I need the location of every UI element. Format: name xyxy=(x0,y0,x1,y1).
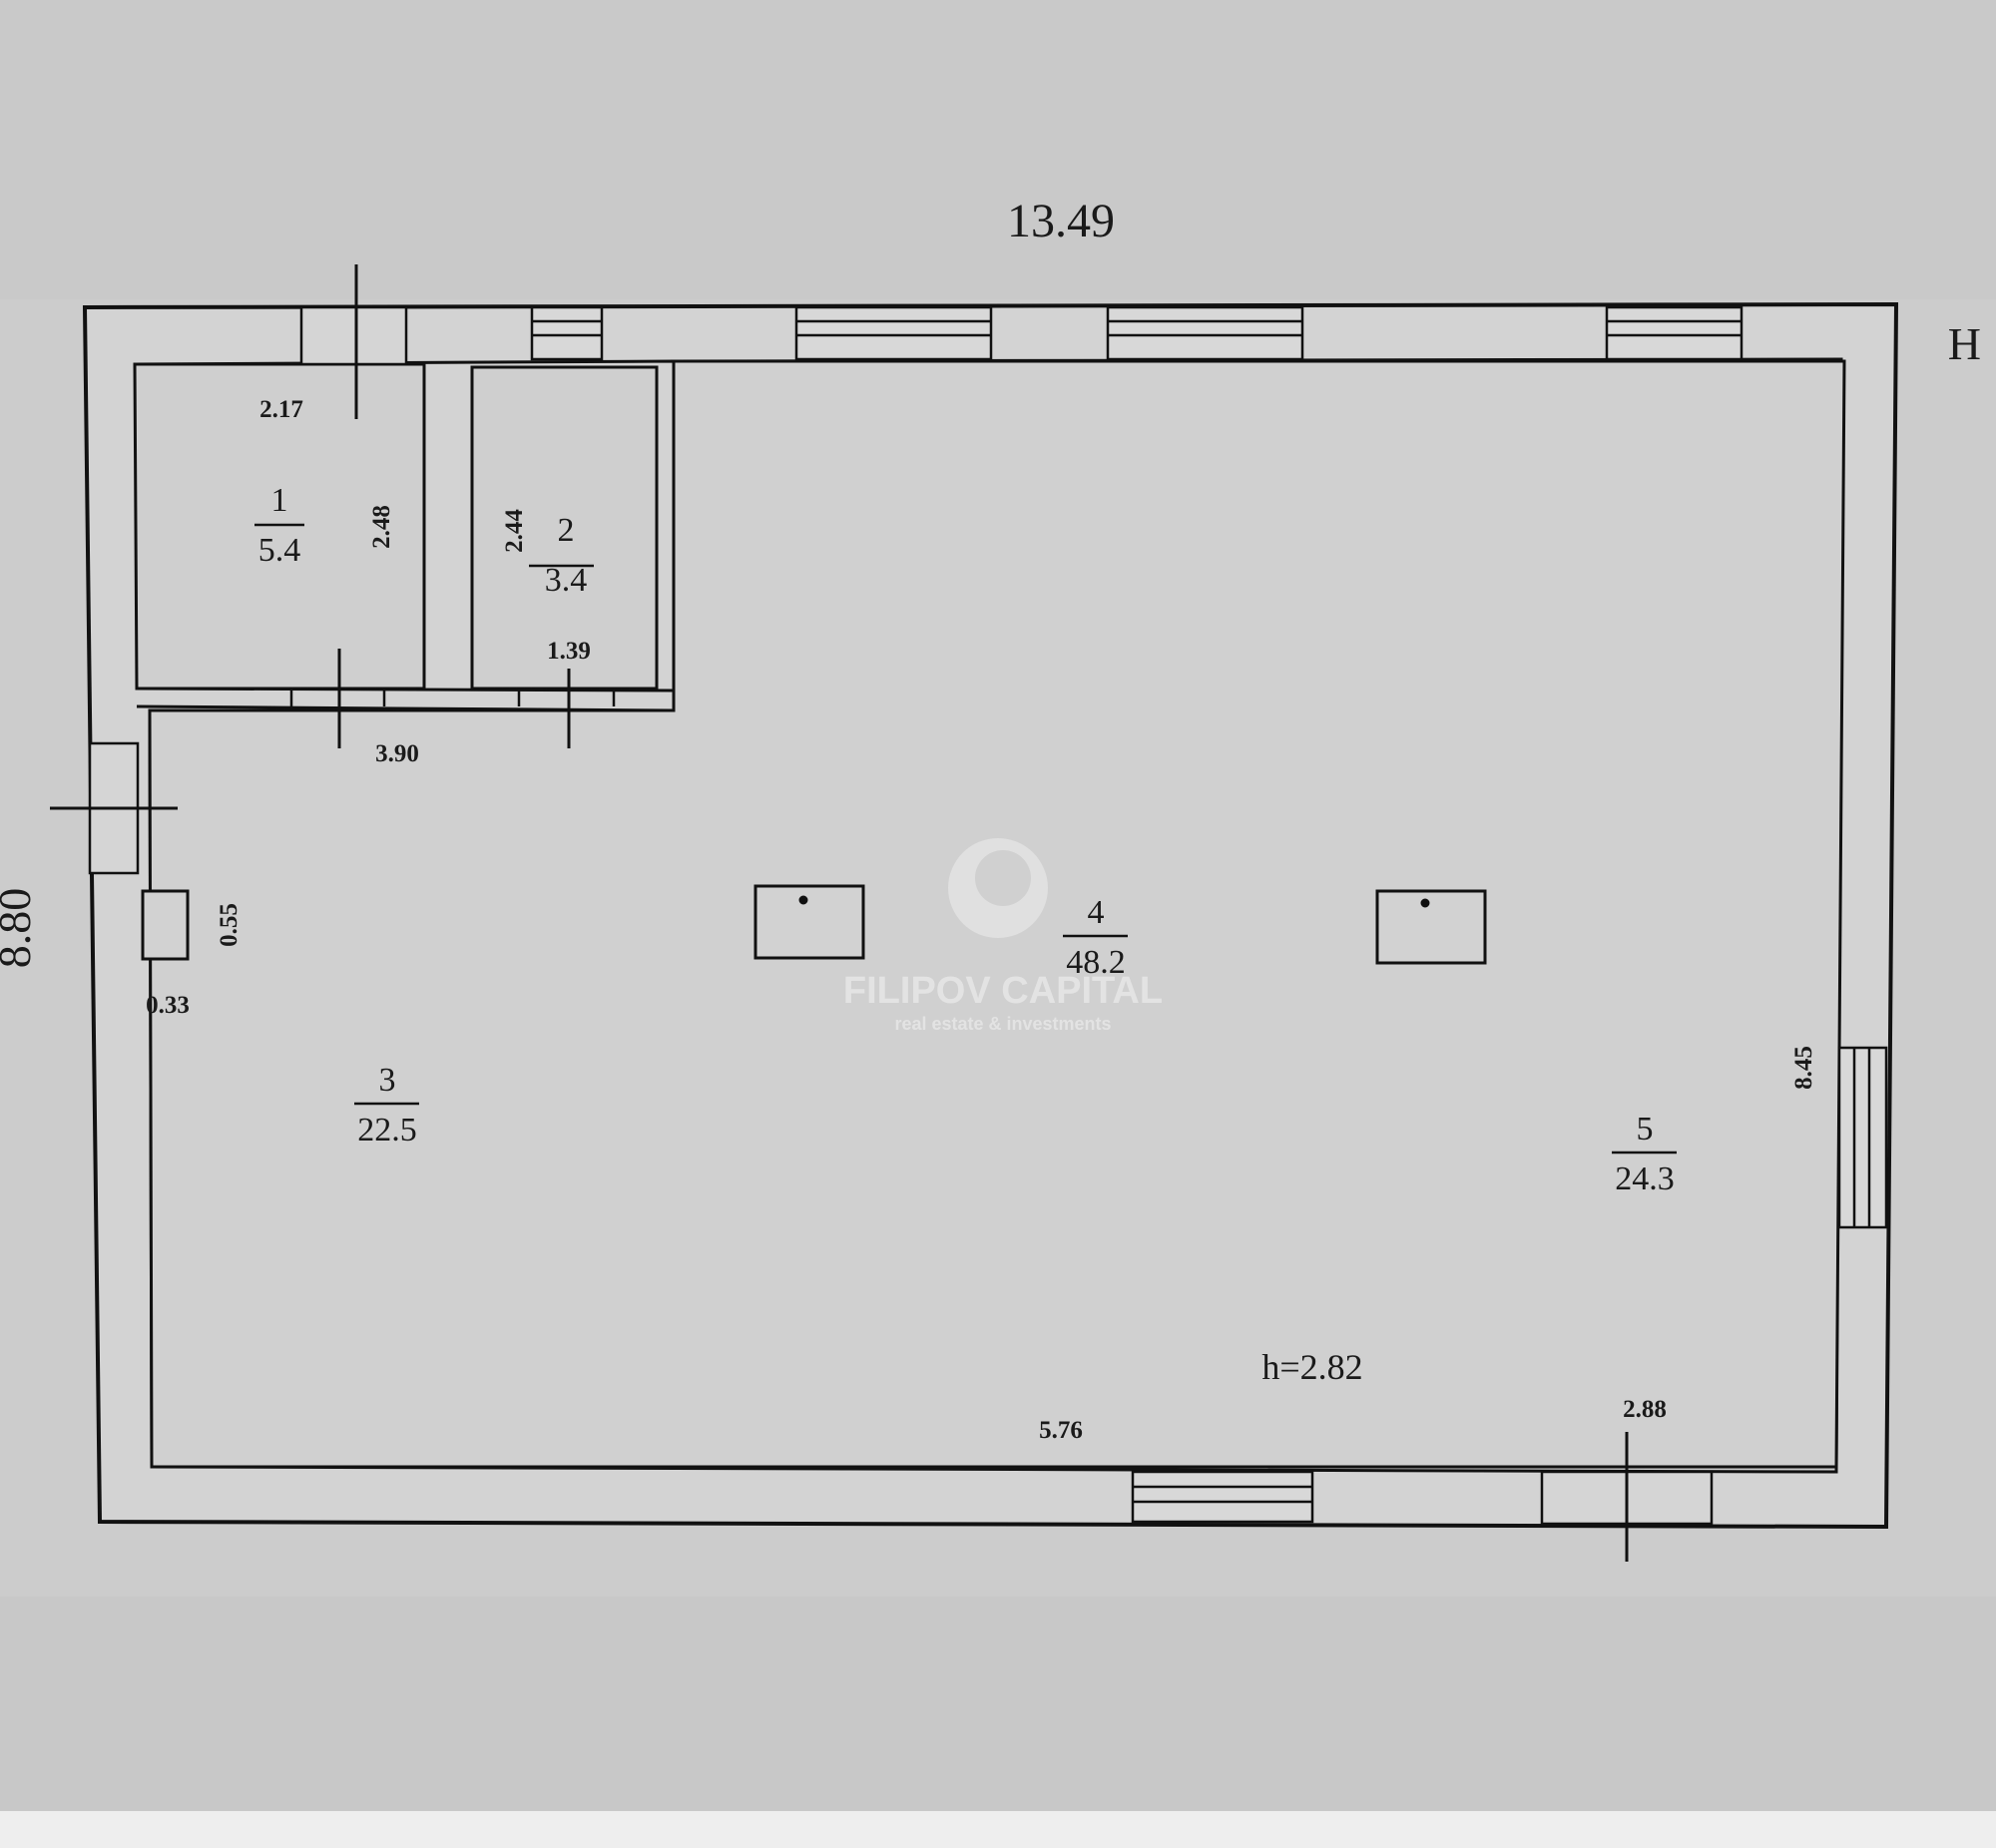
window-top-2 xyxy=(794,305,993,361)
window-top-3 xyxy=(1106,305,1304,361)
column-right xyxy=(1375,889,1487,965)
column-left-mark xyxy=(798,895,808,905)
window-bottom xyxy=(1131,1470,1314,1524)
dim-room1-width: 2.17 xyxy=(259,396,303,423)
windows xyxy=(530,305,1888,1524)
overall-width-label: 13.49 xyxy=(1007,195,1115,247)
column-left xyxy=(753,884,865,960)
watermark-name: FILIPOV CAPITAL xyxy=(843,970,1163,1012)
partition-line-1 xyxy=(136,687,675,693)
room-5-area: 24.3 xyxy=(1615,1160,1675,1197)
column-right-mark xyxy=(1420,898,1430,908)
structural-elements xyxy=(141,884,1487,965)
dim-right-depth: 8.45 xyxy=(1790,1046,1817,1090)
window-top-1 xyxy=(530,305,604,361)
room-3-area: 22.5 xyxy=(357,1112,417,1149)
partition-line-2 xyxy=(136,704,675,712)
room-4-number: 4 xyxy=(1088,894,1105,931)
room-4-area: 48.2 xyxy=(1066,944,1126,981)
door-top-left xyxy=(299,305,408,366)
dim-bottom-right: 2.88 xyxy=(1623,1396,1667,1423)
watermark: FILIPOV CAPITAL real estate & investment… xyxy=(843,838,1163,1034)
room-1-number: 1 xyxy=(271,482,288,519)
room-5-number: 5 xyxy=(1637,1111,1654,1148)
dim-niche-depth: 0.55 xyxy=(216,903,243,947)
ceiling-height-label: h=2.82 xyxy=(1261,1347,1362,1387)
area-fraction-lines xyxy=(254,523,1677,1155)
room-3-number: 3 xyxy=(379,1062,396,1099)
window-top-4 xyxy=(1605,305,1744,361)
dim-room1-depth: 2.48 xyxy=(368,505,395,549)
watermark-tagline: real estate & investments xyxy=(894,1014,1111,1034)
section-markers xyxy=(50,264,1629,1562)
room-1-area: 5.4 xyxy=(258,532,301,569)
wall-niche xyxy=(141,889,190,961)
dim-niche-width: 0.33 xyxy=(146,992,190,1019)
overall-depth-label: 8.80 xyxy=(0,888,40,969)
edge-mark-label: H xyxy=(1948,318,1981,369)
dim-corridor-width: 3.90 xyxy=(375,740,419,767)
dim-room2-width: 1.39 xyxy=(547,638,591,665)
dim-room2-depth: 2.44 xyxy=(501,509,528,553)
room-2-number: 2 xyxy=(558,512,575,549)
window-right xyxy=(1837,1046,1888,1229)
room-2-area: 3.4 xyxy=(545,562,588,599)
dim-bottom-length: 5.76 xyxy=(1039,1417,1083,1444)
plan-labels: 13.49 H 8.80 1 5.4 2 3.4 3 22.5 4 48.2 5… xyxy=(0,195,1981,1444)
